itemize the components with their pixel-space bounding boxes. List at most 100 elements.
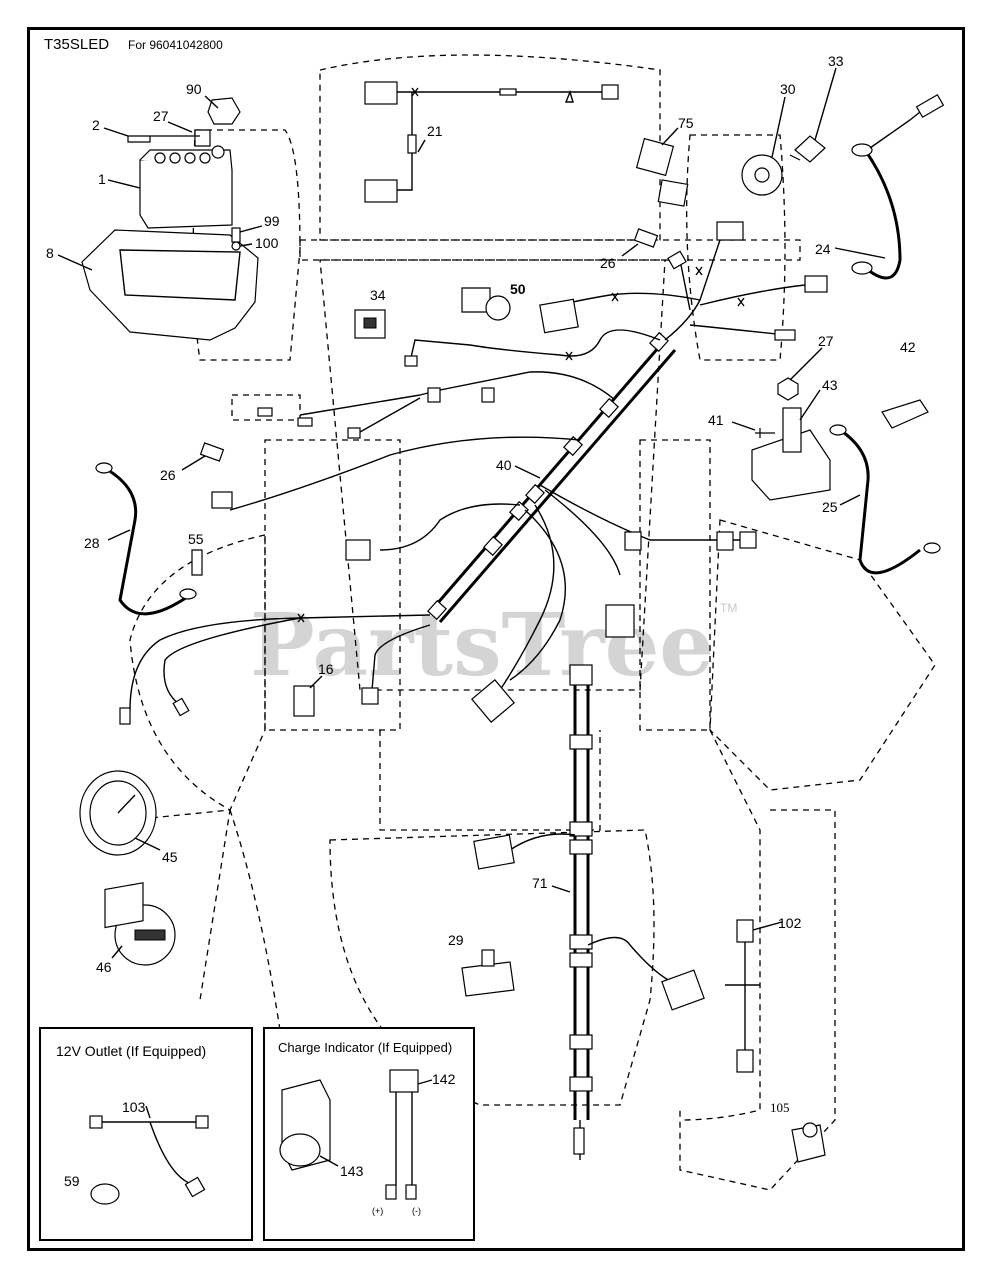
relay xyxy=(293,685,315,717)
harness-clip xyxy=(569,839,593,855)
callout-143: 143 xyxy=(340,1163,364,1179)
harness-clip xyxy=(563,435,583,457)
callout-27-right: 27 xyxy=(818,333,834,349)
connector xyxy=(569,664,593,686)
callout-34: 34 xyxy=(370,287,386,303)
bolt-and-nut xyxy=(150,129,211,147)
ring-terminal xyxy=(404,355,418,367)
callout-59: 59 xyxy=(64,1173,80,1189)
power-outlet xyxy=(90,1183,120,1205)
leader xyxy=(417,139,426,153)
connector xyxy=(427,387,441,403)
callout-71: 71 xyxy=(532,875,548,891)
wire-branch xyxy=(163,617,301,706)
harness-clip xyxy=(599,397,619,419)
label-plate xyxy=(539,298,579,334)
splice xyxy=(565,351,573,361)
solenoid xyxy=(782,407,802,453)
terminal xyxy=(297,417,313,427)
terminal-plus-label: (+) xyxy=(372,1206,383,1216)
leader xyxy=(789,347,823,381)
callout-105: 105 xyxy=(770,1100,790,1115)
wire-branch xyxy=(699,284,806,306)
connector xyxy=(774,329,796,341)
cable-terminal xyxy=(915,93,945,119)
leader xyxy=(204,95,219,109)
leader xyxy=(752,921,783,931)
watermark-tm: TM xyxy=(720,601,737,615)
leader-lines xyxy=(57,67,886,959)
callout-27: 27 xyxy=(153,108,169,124)
leader xyxy=(239,243,253,247)
battery-cable-25 xyxy=(839,428,921,575)
callout-2: 2 xyxy=(92,117,100,133)
connector-102 xyxy=(736,919,754,943)
solenoid-bracket xyxy=(751,429,831,501)
callout-102: 102 xyxy=(778,915,802,931)
screw-55 xyxy=(191,549,203,576)
callout-25: 25 xyxy=(822,499,838,515)
cable-ring xyxy=(829,424,847,436)
battery-terminal xyxy=(211,145,225,159)
harness-clip xyxy=(569,952,593,968)
connector xyxy=(471,679,515,723)
harness-trunk xyxy=(428,339,667,613)
connector xyxy=(481,387,495,403)
callout-50: 50 xyxy=(510,281,526,297)
wire-branch xyxy=(679,259,691,311)
connector xyxy=(364,179,398,203)
bolt xyxy=(127,135,151,143)
callout-43: 43 xyxy=(822,377,838,393)
dash-frame-bar xyxy=(299,239,801,261)
battery xyxy=(139,159,233,229)
connector xyxy=(804,275,828,293)
callout-labels: 90 2 27 1 99 100 8 21 75 30 33 24 26 34 … xyxy=(46,53,916,1189)
wire-branch xyxy=(409,329,661,363)
callout-90: 90 xyxy=(186,81,202,97)
callout-142: 142 xyxy=(432,1071,456,1087)
model-title: T35SLED xyxy=(44,36,110,53)
leader xyxy=(621,243,639,257)
connector-142 xyxy=(389,1069,419,1093)
harness-connectors xyxy=(119,221,828,725)
wire-branch xyxy=(544,489,621,576)
callout-100: 100 xyxy=(255,235,279,251)
dash-left-panel xyxy=(264,439,401,731)
callout-40: 40 xyxy=(496,457,512,473)
splice xyxy=(611,292,619,302)
callout-45: 45 xyxy=(162,849,178,865)
connector xyxy=(195,1115,209,1129)
hour-meter-display xyxy=(134,929,166,941)
leader xyxy=(145,1105,151,1119)
fuse xyxy=(633,228,659,248)
screw xyxy=(231,227,241,243)
ground-cable-28 xyxy=(107,468,191,616)
splice xyxy=(297,613,305,623)
callout-29: 29 xyxy=(448,932,464,948)
connector xyxy=(739,531,757,549)
leader xyxy=(514,465,541,479)
wire-branch xyxy=(559,292,701,306)
wire-branch xyxy=(371,624,431,691)
lower-harness xyxy=(473,664,705,1160)
callout-28: 28 xyxy=(84,535,100,551)
screw xyxy=(755,428,775,438)
leader xyxy=(731,421,756,431)
model-subtitle: For 96041042800 xyxy=(128,38,223,52)
watermark-text: PartsTree xyxy=(250,595,714,696)
callout-16: 16 xyxy=(318,661,334,677)
connector xyxy=(624,531,642,551)
harness-clip xyxy=(569,934,593,950)
battery-cell-cap xyxy=(154,152,166,164)
cable-ring xyxy=(179,588,197,600)
callout-42: 42 xyxy=(900,339,916,355)
callout-30: 30 xyxy=(780,81,796,97)
harness-clip xyxy=(569,1034,593,1050)
connector xyxy=(345,539,371,561)
inset-charge-title: Charge Indicator (If Equipped) xyxy=(278,1040,452,1055)
fuse-holder xyxy=(499,88,517,96)
leader xyxy=(57,254,93,271)
leader xyxy=(814,67,837,141)
callout-103: 103 xyxy=(122,1099,146,1115)
dash-left-lower xyxy=(129,809,231,1001)
